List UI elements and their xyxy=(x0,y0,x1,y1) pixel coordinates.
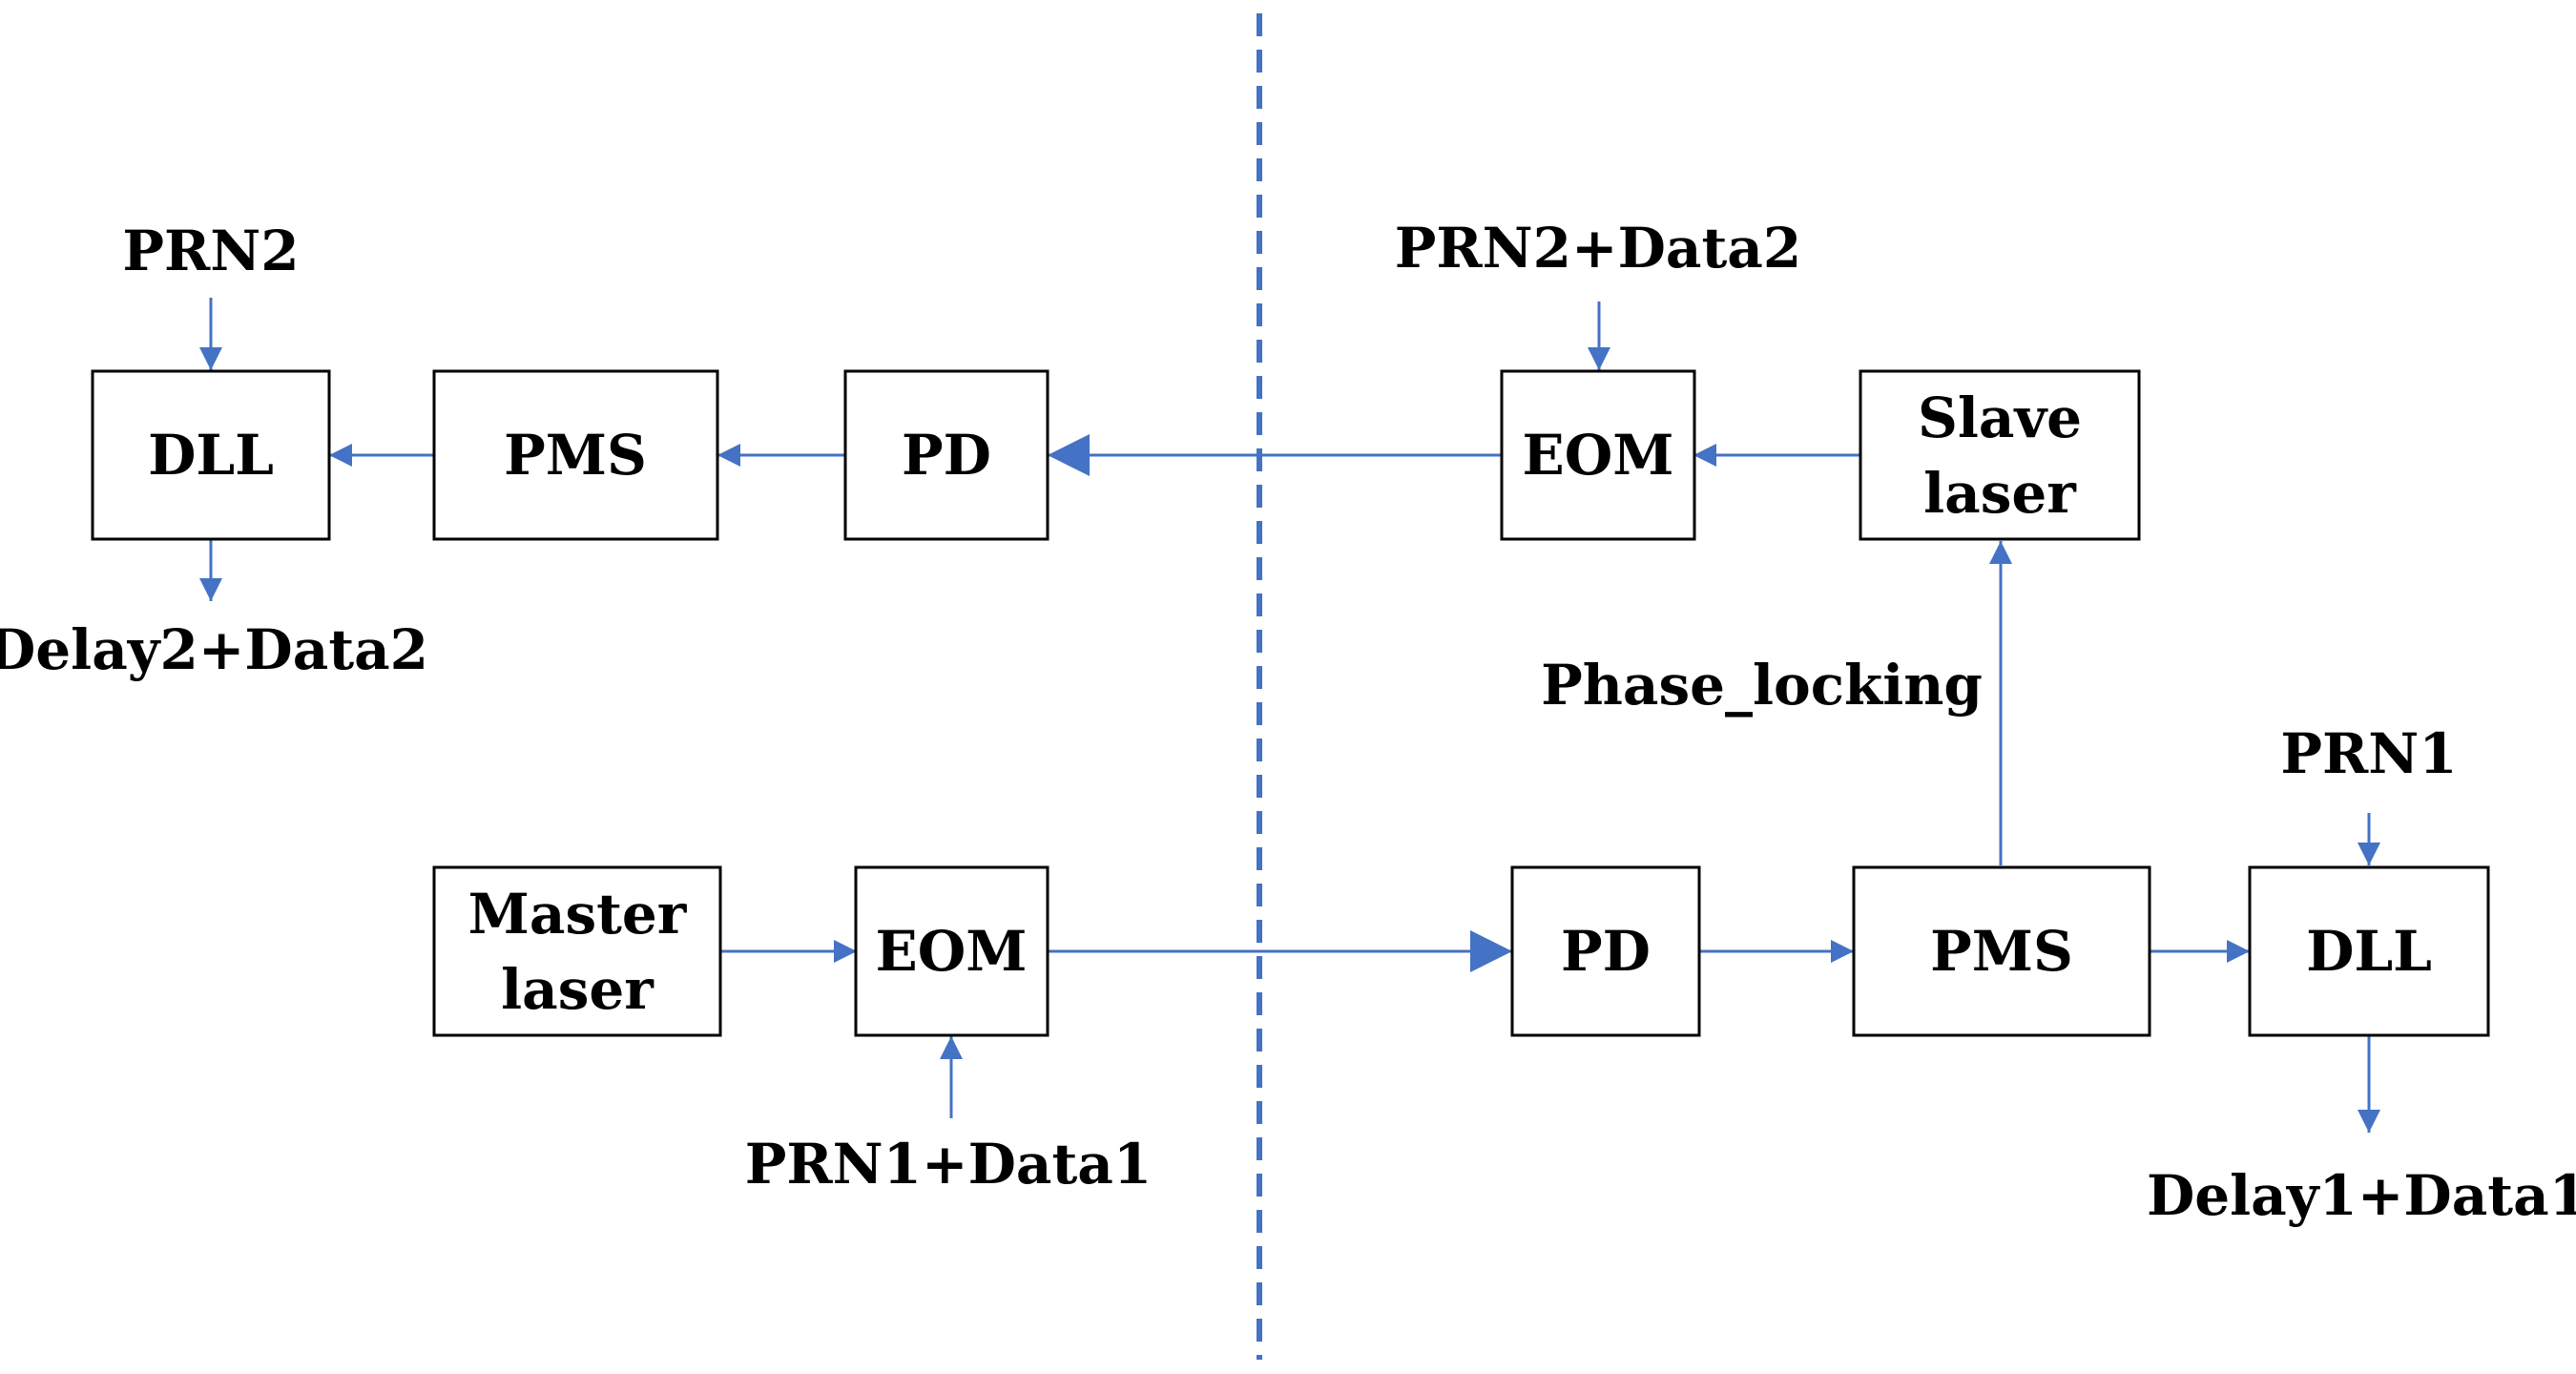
prn2-label: PRN2 xyxy=(122,219,299,283)
dll-block-top: DLL xyxy=(91,369,331,541)
eom-block-top: EOM xyxy=(1500,369,1696,541)
prn2-data2-label: PRN2+Data2 xyxy=(1395,216,1801,281)
pms-bottom-label: PMS xyxy=(1930,919,2073,984)
eom-top-label: EOM xyxy=(1523,423,1674,488)
pd-bottom-label: PD xyxy=(1561,919,1651,984)
delay2-data2-label: Delay2+Data2 xyxy=(0,617,428,682)
pd-top-label: PD xyxy=(902,423,991,488)
delay1-data1-label: Delay1+Data1 xyxy=(2147,1163,2576,1228)
dll-top-label: DLL xyxy=(148,423,274,488)
prn1-data1-label: PRN1+Data1 xyxy=(745,1132,1152,1197)
prn1-label: PRN1 xyxy=(2280,721,2457,786)
slave-laser-label-line2: laser xyxy=(1923,461,2077,526)
pd-block-top: PD xyxy=(843,369,1049,541)
master-laser-label-line2: laser xyxy=(501,957,654,1022)
dll-bottom-label: DLL xyxy=(2306,919,2432,984)
pd-block-bottom: PD xyxy=(1510,865,1701,1037)
eom-block-bottom: EOM xyxy=(854,865,1049,1037)
pms-block-bottom: PMS xyxy=(1852,865,2151,1037)
phase-locking-label: Phase_locking xyxy=(1541,653,1983,718)
master-laser-label-line1: Master xyxy=(468,882,688,947)
pms-top-label: PMS xyxy=(504,423,647,488)
slave-laser-block: Slave laser xyxy=(1859,369,2141,541)
pms-block-top: PMS xyxy=(432,369,719,541)
master-laser-block: Master laser xyxy=(432,865,722,1037)
dll-block-bottom: DLL xyxy=(2248,865,2490,1037)
eom-bottom-label: EOM xyxy=(876,919,1028,984)
slave-laser-label-line1: Slave xyxy=(1918,385,2082,450)
